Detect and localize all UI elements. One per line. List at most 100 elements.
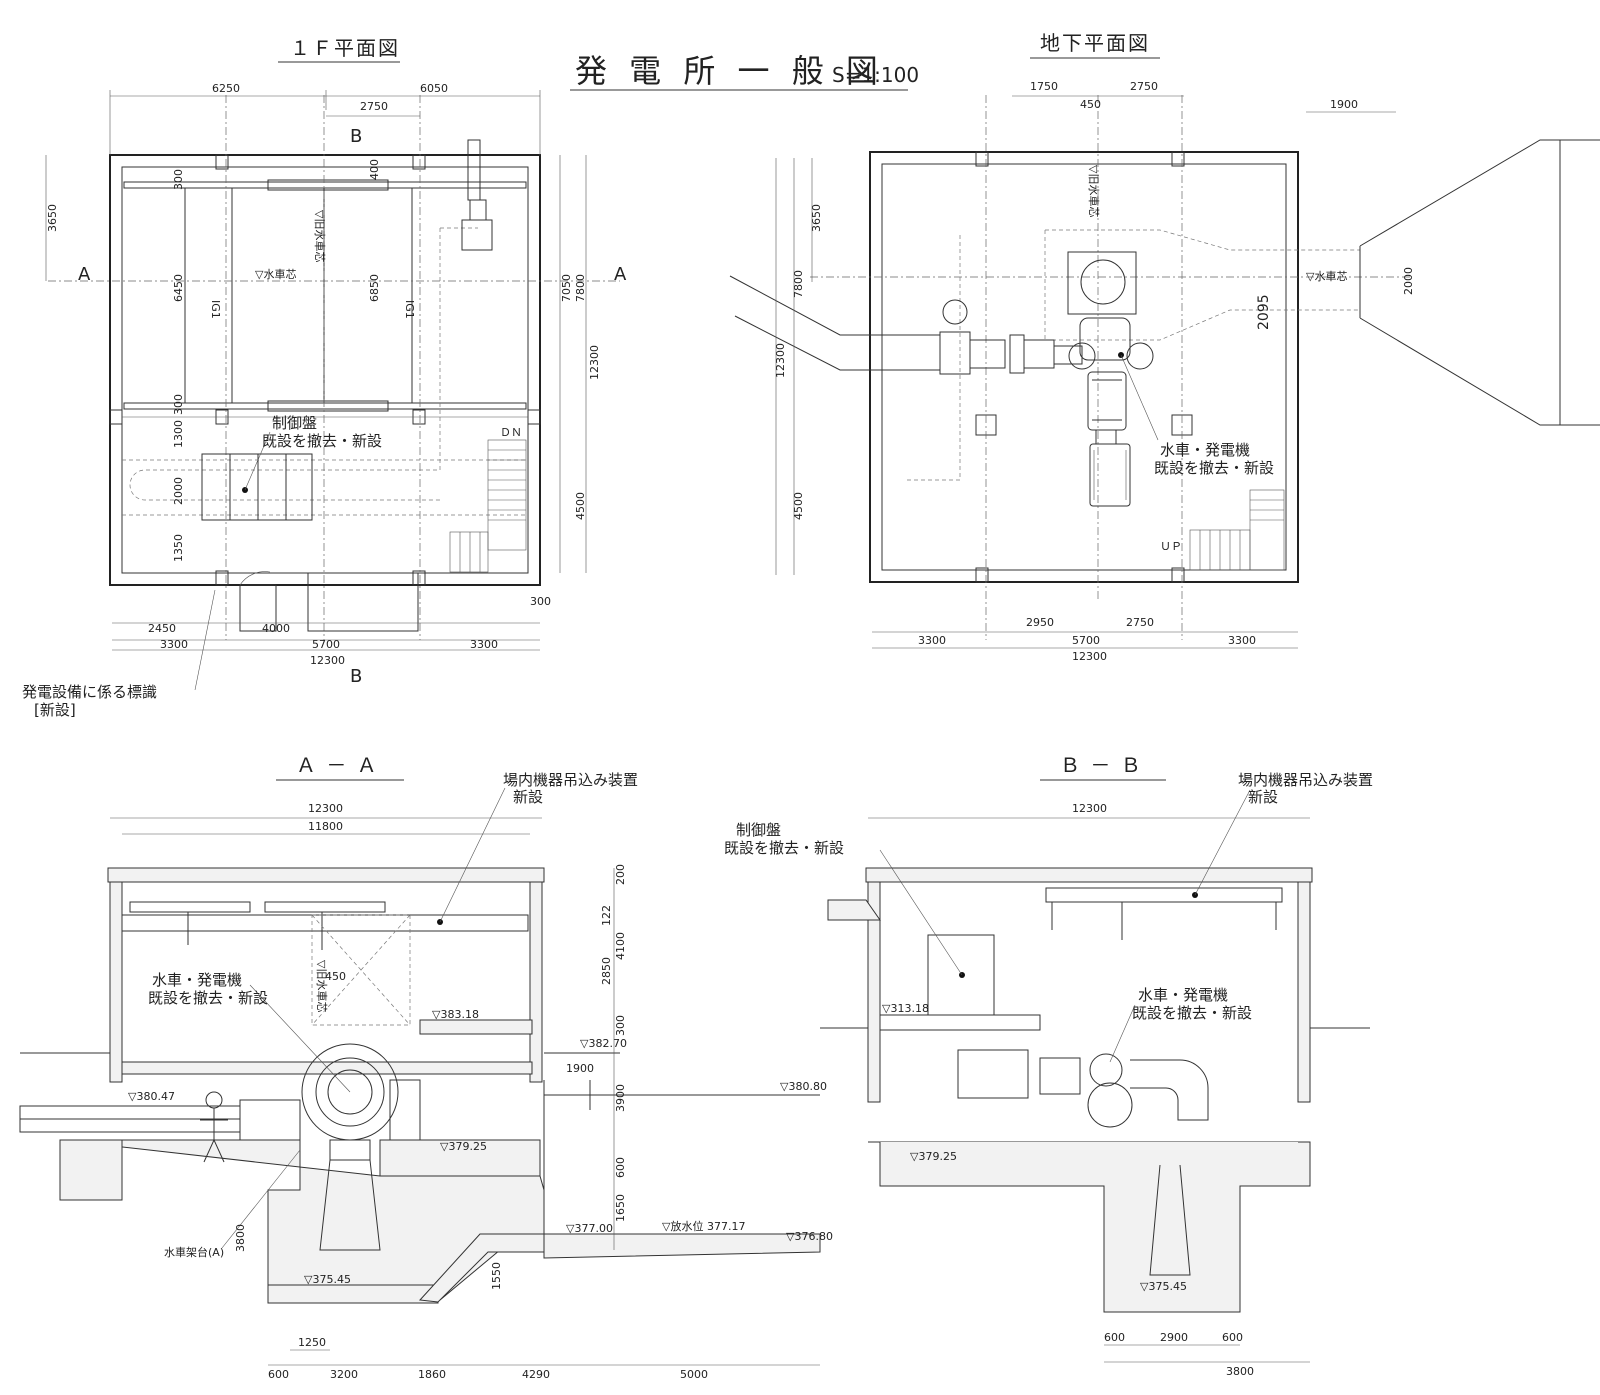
dim-b1-7800: 7800: [792, 270, 805, 298]
plan-1f-section-a-right: A: [614, 264, 627, 285]
plan-1f-control-panel: [201, 453, 313, 521]
dim-aa-1900: 1900: [566, 1062, 594, 1075]
dim-b1-3300l: 3300: [918, 634, 946, 647]
dim-aa-3800: 3800: [234, 1224, 247, 1252]
dim-b1-2000: 2000: [1402, 267, 1415, 295]
section-bb-crane-note: 新設: [1248, 788, 1278, 806]
level-aa-376: ▽376.80: [786, 1230, 833, 1243]
dim-1f-3650: 3650: [46, 204, 59, 232]
dim-b1-2750b: 2750: [1126, 616, 1154, 629]
plan-1f-old-center: ▽旧水車芯: [313, 210, 327, 262]
plan-b1-view: 地下平面図: [729, 31, 1600, 663]
dim-bb-12300: 12300: [1072, 802, 1107, 815]
dim-b1-2095: 2095: [1256, 294, 1272, 330]
section-aa-old-center: ▽旧水車芯: [315, 960, 329, 1012]
dim-aa-4290: 4290: [522, 1368, 550, 1381]
dim-b1-2750: 2750: [1130, 80, 1158, 93]
plan-b1-title: 地下平面図: [1040, 31, 1150, 55]
plan-1f-outer-wall: [109, 154, 541, 586]
plan-b1-water-center: ▽水車芯: [1306, 269, 1347, 283]
dim-aa-122: 122: [600, 905, 613, 926]
dim-b1-5700: 5700: [1072, 634, 1100, 647]
dim-1f-3300r: 3300: [470, 638, 498, 651]
dim-1f-7050: 7050: [560, 274, 573, 302]
dim-aa-600b: 600: [268, 1368, 289, 1381]
dim-1f-7800: 7800: [574, 274, 587, 302]
section-aa-crane-beam: [121, 914, 529, 932]
plan-1f-section-b-bottom: B: [350, 666, 362, 687]
dim-b1-1900: 1900: [1330, 98, 1358, 111]
level-aa-380b: ▽380.80: [780, 1080, 827, 1093]
dim-b1-12300: 12300: [774, 343, 787, 378]
dim-1f-300b: 300: [172, 394, 185, 415]
section-bb-control-panel-note: 既設を撤去・新設: [724, 839, 844, 857]
dim-b1-2950: 2950: [1026, 616, 1054, 629]
dim-bb-600l: 600: [1104, 1331, 1125, 1344]
dim-1f-5700: 5700: [312, 638, 340, 651]
plan-b1-stairs: [1189, 489, 1285, 571]
dim-1f-12300b: 12300: [310, 654, 345, 667]
dim-b1-450: 450: [1080, 98, 1101, 111]
dim-b1-3650: 3650: [810, 204, 823, 232]
dim-aa-450: 450: [325, 970, 346, 983]
plan-b1-turbine-note: 既設を撤去・新設: [1154, 459, 1274, 477]
section-aa-title: Ａ － Ａ: [296, 753, 379, 777]
sheet-title: 発 電 所 一 般 図: [575, 52, 884, 90]
dim-1f-300a: 300: [172, 169, 185, 190]
dim-aa-1650: 1650: [614, 1194, 627, 1222]
dim-1f-6250: 6250: [212, 82, 240, 95]
dim-b1-12300b: 12300: [1072, 650, 1107, 663]
plan-1f-sign-note: [新設]: [34, 701, 76, 719]
section-bb-crane-label: 場内機器吊込み装置: [1238, 771, 1373, 789]
section-bb-turbine-note: 既設を撤去・新設: [1132, 1004, 1252, 1022]
plan-1f-title: １Ｆ平面図: [290, 36, 400, 60]
section-aa-turbine-label: 水車・発電機: [152, 971, 242, 989]
level-bb-379: ▽379.25: [910, 1150, 957, 1163]
dim-aa-4100: 4100: [614, 932, 627, 960]
plan-1f-section-a-left: A: [78, 264, 91, 285]
dim-aa-1550: 1550: [490, 1262, 503, 1290]
plan-1f-water-center: ▽水車芯: [255, 267, 296, 281]
dim-aa-600: 600: [614, 1157, 627, 1178]
section-bb-control-panel-label: 制御盤: [736, 821, 781, 839]
plan-1f-section-b-top: B: [350, 126, 362, 147]
dim-aa-1250: 1250: [298, 1336, 326, 1349]
level-aa-discharge: ▽放水位 377.17: [662, 1219, 745, 1233]
section-bb-title: Ｂ － Ｂ: [1060, 753, 1143, 777]
level-aa-382: ▽382.70: [580, 1037, 627, 1050]
plan-b1-old-center: ▽旧水車芯: [1087, 165, 1101, 217]
dim-1f-400: 400: [368, 159, 381, 180]
dim-1f-2750: 2750: [360, 100, 388, 113]
plan-1f-ig1-right: IG1: [403, 300, 416, 319]
level-aa-375: ▽375.45: [304, 1273, 351, 1286]
dim-aa-300: 300: [614, 1015, 627, 1036]
level-aa-377: ▽377.00: [566, 1222, 613, 1235]
section-bb-view: Ｂ － Ｂ 場内機器吊込み装置 新設 制御盤 既設を撤去: [724, 753, 1373, 1378]
dim-1f-6050: 6050: [420, 82, 448, 95]
dim-b1-4500: 4500: [792, 492, 805, 520]
dim-bb-3800: 3800: [1226, 1365, 1254, 1378]
dim-1f-2450: 2450: [148, 622, 176, 635]
dim-1f-300bot: 300: [530, 595, 551, 608]
plan-1f-ig1-left: IG1: [209, 300, 222, 319]
plan-b1-up-label: ＵＰ: [1160, 540, 1182, 553]
section-aa-stand-label: 水車架台(A): [164, 1245, 224, 1259]
dim-bb-600r: 600: [1222, 1331, 1243, 1344]
plan-b1-outer-wall: [869, 151, 1299, 583]
level-bb-313: ▽313.18: [882, 1002, 929, 1015]
section-aa-crane-label: 場内機器吊込み装置: [503, 771, 638, 789]
plan-1f-view: １Ｆ平面図: [22, 36, 627, 719]
dim-1f-1350: 1350: [172, 534, 185, 562]
dim-bb-2900: 2900: [1160, 1331, 1188, 1344]
section-bb-turbine-label: 水車・発電機: [1138, 986, 1228, 1004]
section-aa-crane-note: 新設: [513, 788, 543, 806]
dim-aa-12300: 12300: [308, 802, 343, 815]
dim-1f-1300: 1300: [172, 420, 185, 448]
plan-1f-dn-label: ＤＮ: [500, 426, 522, 439]
dim-b1-3300r: 3300: [1228, 634, 1256, 647]
section-bb-turbine: [957, 1049, 1209, 1128]
plan-1f-control-panel-note: 既設を撤去・新設: [262, 432, 382, 450]
dim-1f-12300: 12300: [588, 345, 601, 380]
dim-aa-2850: 2850: [600, 957, 613, 985]
